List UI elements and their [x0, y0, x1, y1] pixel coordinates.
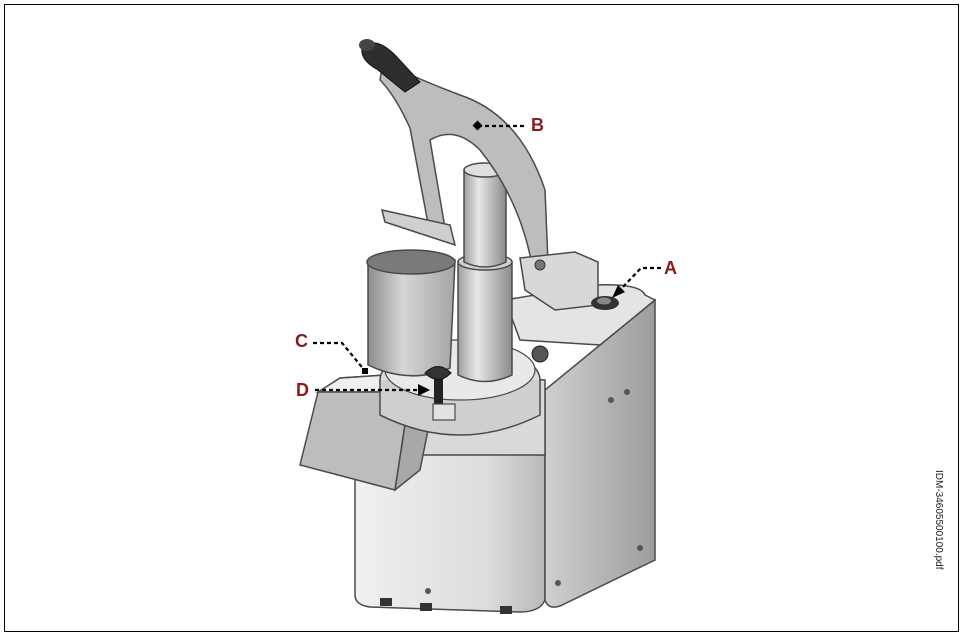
feed-tube [457, 162, 513, 383]
power-switch [591, 296, 619, 310]
leader-line-c [313, 341, 367, 373]
large-feed-hopper [366, 249, 456, 377]
machine-body [354, 283, 657, 614]
callout-label-c: C [295, 331, 308, 351]
callout-label-b: B [531, 115, 544, 135]
leader-end-c [362, 368, 368, 374]
callout-label-d: D [296, 380, 309, 400]
callout-label-a: A [664, 258, 677, 278]
diagram-frame [4, 4, 959, 632]
leader-lines [313, 124, 661, 392]
document-reference: IDM-34605500100.pdf [933, 470, 944, 570]
pusher-lever [359, 39, 599, 311]
locking-knob [424, 366, 456, 421]
leader-arrow-a [612, 285, 625, 298]
leader-arrow-d [418, 384, 430, 396]
